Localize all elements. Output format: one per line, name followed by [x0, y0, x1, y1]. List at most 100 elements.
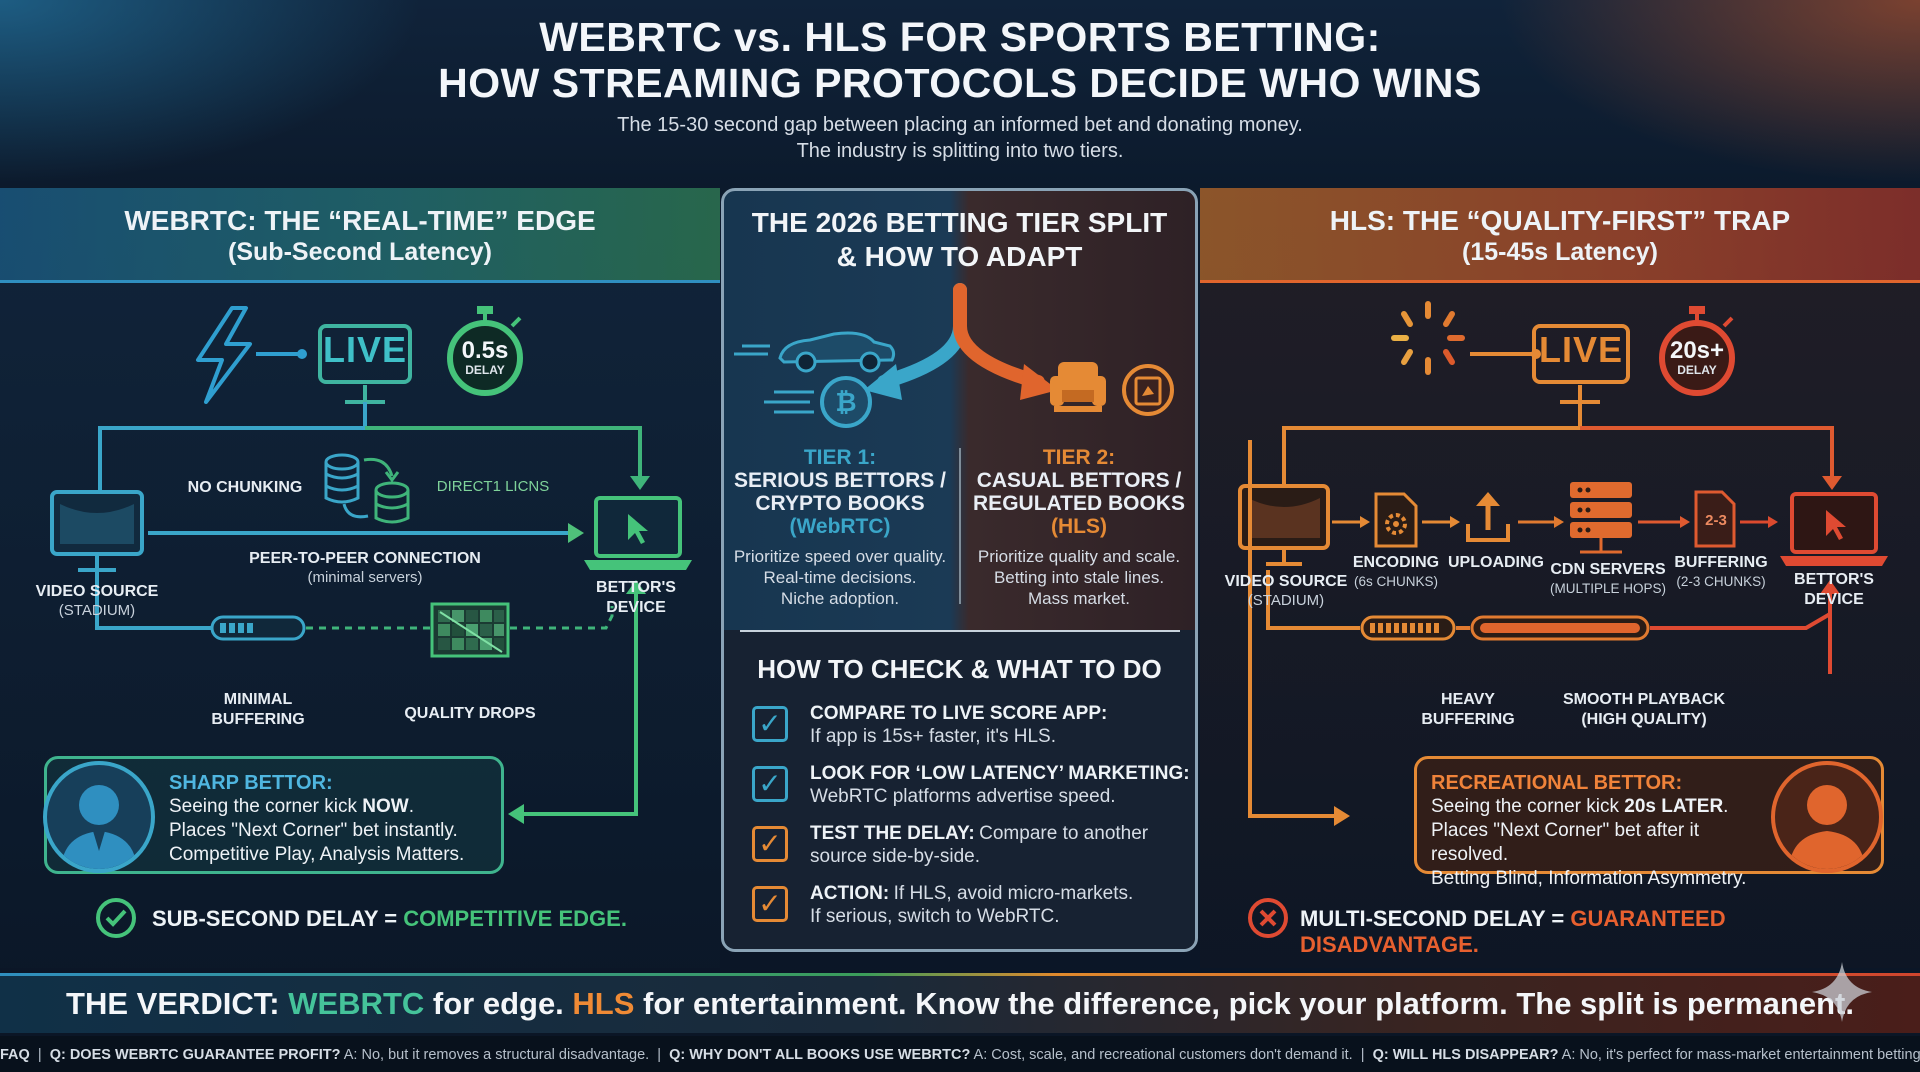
checkbox-icon: ✓	[752, 826, 788, 862]
hls-result-text: MULTI-SECOND DELAY =	[1300, 906, 1571, 931]
recreational-bettor-callout: RECREATIONAL BETTOR: Seeing the corner k…	[1414, 756, 1884, 889]
device-label-line2: DEVICE	[606, 599, 666, 616]
delay-timer: 0.5s DELAY	[447, 320, 523, 396]
recreational-bettor-line1-text: Seeing the corner kick	[1431, 796, 1625, 817]
laptop-icon	[1780, 492, 1888, 566]
tier1-desc-line1: Prioritize speed over quality.	[733, 547, 947, 566]
verdict-hls: HLS	[572, 986, 635, 1021]
cdn-label: CDN SERVERS (MULTIPLE HOPS)	[1540, 560, 1676, 598]
recreational-bettor-line1-emphasis: 20s LATER	[1624, 796, 1724, 817]
buffering-label: BUFFERING (2-3 CHUNKS)	[1664, 553, 1778, 591]
recreational-bettor-avatar	[1771, 761, 1883, 873]
cdn-subtitle: (MULTIPLE HOPS)	[1549, 581, 1666, 596]
sports-car-icon	[734, 331, 896, 373]
smooth-playback-line2: (HIGH QUALITY)	[1581, 711, 1707, 728]
delay-timer: 20s+ DELAY	[1659, 320, 1735, 396]
tier1-label: TIER 1:	[803, 446, 877, 469]
check-4-head: ACTION:	[810, 883, 890, 904]
license-badge-icon	[1122, 364, 1174, 416]
check-3-head: TEST THE DELAY:	[810, 823, 975, 844]
recreational-bettor-line3: Betting Blind, Information Asymmetry.	[1431, 868, 1747, 889]
cursor-icon	[1826, 510, 1846, 540]
x-circle-icon	[1248, 898, 1288, 938]
delay-value: 20s+	[1669, 337, 1725, 364]
check-2-head: LOOK FOR ‘LOW LATENCY’ MARKETING:	[810, 763, 1190, 784]
cursor-icon	[628, 514, 648, 544]
minimal-buffering-line2: BUFFERING	[211, 711, 305, 728]
tier2-label: TIER 2:	[1042, 446, 1116, 469]
hls-video-source-label: VIDEO SOURCE (STADIUM)	[1218, 572, 1354, 610]
recreational-bettor-line2: Places "Next Corner" bet after it resolv…	[1431, 820, 1699, 865]
person-icon	[61, 785, 137, 869]
sharp-bettor-line1-text: Seeing the corner kick	[169, 796, 363, 817]
check-1-body: If app is 15s+ faster, it's HLS.	[810, 726, 1056, 747]
tier1-block: TIER 1: SERIOUS BETTORS / CRYPTO BOOKS (…	[726, 446, 954, 609]
page-subtitle: The 15-30 second gap between placing an …	[617, 114, 1303, 162]
sharp-bettor-title: SHARP BETTOR:	[169, 772, 333, 794]
tier-split-heading: THE 2026 BETTING TIER SPLIT & HOW TO ADA…	[724, 206, 1195, 274]
tier-split-graphic: ₿	[734, 283, 1174, 460]
video-source-monitor-icon	[50, 490, 144, 572]
direct-links-label: DIRECT1 LICNS	[436, 478, 550, 495]
page-title: WEBRTC vs. HLS FOR SPORTS BETTING: HOW S…	[438, 14, 1482, 106]
smooth-playback-line1: SMOOTH PLAYBACK	[1562, 691, 1726, 708]
svg-text:₿: ₿	[835, 388, 856, 418]
video-source-subtitle: (STADIUM)	[58, 602, 136, 619]
quality-drops-label: QUALITY DROPS	[404, 705, 536, 722]
hls-heading: HLS: THE “QUALITY-FIRST” TRAP (15-45s La…	[1200, 205, 1920, 267]
checklist-item-4: ✓	[752, 886, 788, 922]
faq-bar	[0, 1036, 1920, 1072]
faq-question-1: Q: DOES WEBRTC GUARANTEE PROFIT?	[49, 1047, 341, 1063]
chunk-document-icon	[1694, 490, 1736, 548]
sparkle-icon	[1812, 962, 1872, 1022]
verdict-text: THE VERDICT: WEBRTC for edge. HLS for en…	[0, 986, 1920, 1022]
heavy-buffering-line1: HEAVY	[1441, 691, 1495, 708]
check-3-body: source side-by-side.	[810, 846, 981, 867]
hls-flow-diagram	[1238, 301, 1888, 826]
tier1-name-line2: CRYPTO BOOKS	[755, 492, 925, 515]
checklist-title: HOW TO CHECK & WHAT TO DO	[757, 654, 1162, 684]
webrtc-header-divider	[0, 280, 720, 283]
hls-header-divider	[1200, 280, 1920, 283]
heavy-buffering-label: HEAVY BUFFERING	[1404, 690, 1532, 730]
p2p-subtitle: (minimal servers)	[307, 569, 423, 586]
tier1-name-line1: SERIOUS BETTORS /	[734, 469, 946, 492]
lightning-icon	[196, 306, 252, 404]
video-source-label: VIDEO SOURCE (STADIUM)	[22, 582, 172, 620]
p2p-label: PEER-TO-PEER CONNECTION (minimal servers…	[220, 549, 510, 587]
webrtc-subtitle: (Sub-Second Latency)	[228, 238, 492, 266]
heavy-buffering-line2: BUFFERING	[1421, 711, 1515, 728]
recreational-bettor-title: RECREATIONAL BETTOR:	[1431, 772, 1683, 794]
checklist-item-3-text: TEST THE DELAY: Compare to another sourc…	[810, 822, 1190, 868]
no-chunking-label: NO CHUNKING	[187, 479, 303, 496]
tier-split-title-line1: THE 2026 BETTING TIER SPLIT	[751, 207, 1168, 238]
checkbox-icon: ✓	[752, 766, 788, 802]
tier2-desc-line1: Prioritize quality and scale.	[977, 547, 1181, 566]
webrtc-flow-diagram	[50, 306, 692, 824]
smooth-playback-label: SMOOTH PLAYBACK (HIGH QUALITY)	[1544, 690, 1744, 730]
video-source-title: VIDEO SOURCE	[35, 583, 159, 600]
hls-result-highlight: GUARANTEED DISADVANTAGE.	[1300, 906, 1726, 957]
sharp-bettor-text: SHARP BETTOR: Seeing the corner kick NOW…	[169, 771, 499, 867]
buffering-subtitle: (2-3 CHUNKS)	[1676, 574, 1766, 589]
check-circle-icon	[96, 898, 136, 938]
sharp-bettor-avatar	[43, 761, 155, 873]
tier-divider	[959, 448, 961, 604]
person-icon	[1789, 785, 1865, 869]
tier2-desc-line3: Mass market.	[1027, 589, 1131, 608]
hls-title: HLS: THE “QUALITY-FIRST” TRAP	[1329, 205, 1791, 236]
device-label: BETTOR'S DEVICE	[580, 578, 692, 618]
webrtc-result-highlight: COMPETITIVE EDGE.	[403, 906, 627, 931]
minimal-buffering-label: MINIMAL BUFFERING	[196, 690, 320, 730]
upload-icon	[1466, 492, 1510, 542]
tier1-desc-line3: Niche adoption.	[780, 589, 900, 608]
verdict-webrtc: WEBRTC	[288, 986, 425, 1021]
sharp-bettor-line2: Places "Next Corner" bet instantly.	[169, 820, 458, 841]
faq-question-3: Q: WILL HLS DISAPPEAR?	[1372, 1047, 1559, 1063]
faq-label: FAQ	[0, 1047, 30, 1063]
recreational-bettor-line1: Seeing the corner kick 20s LATER.	[1431, 795, 1771, 819]
checklist-item-1: ✓	[752, 706, 788, 742]
webrtc-result: SUB-SECOND DELAY = COMPETITIVE EDGE.	[152, 906, 672, 932]
verdict-prefix: THE VERDICT:	[66, 986, 289, 1021]
check-1-head: COMPARE TO LIVE SCORE APP:	[810, 703, 1108, 724]
